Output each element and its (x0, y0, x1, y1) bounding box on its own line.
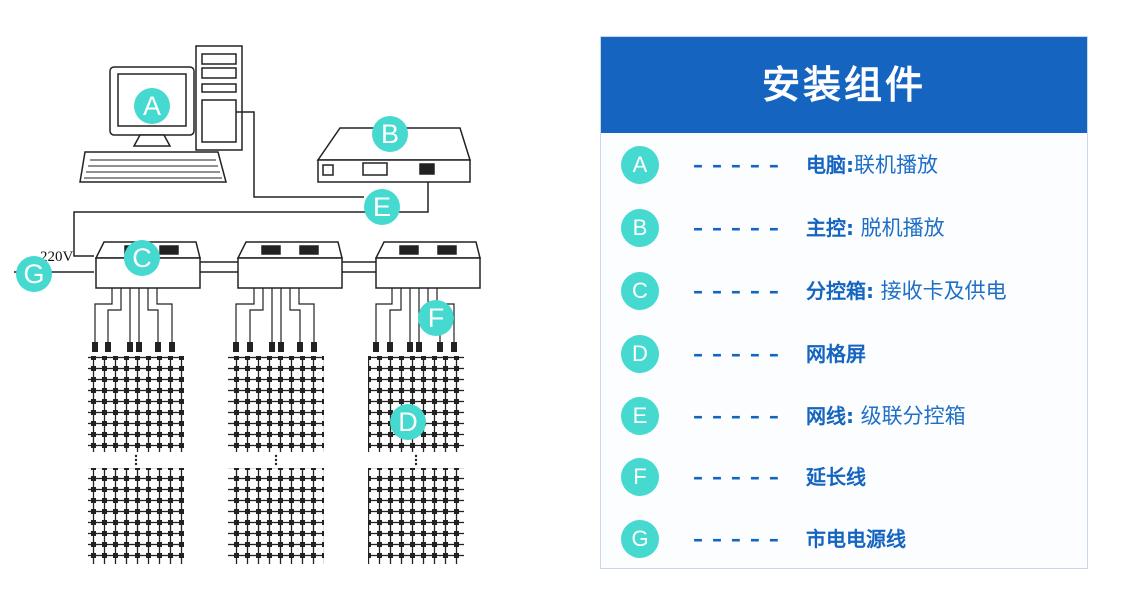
marker-e: E (364, 189, 400, 225)
legend-name-e: 网线: 级联分控箱 (806, 404, 966, 428)
computer (79, 45, 243, 183)
marker-d: D (390, 404, 426, 440)
legend-item-c: C – – – – – 分控箱: 接收卡及供电 (601, 272, 1087, 312)
legend-dash: – – – – – (693, 404, 780, 428)
grid-screens (88, 356, 464, 564)
marker-c: C (124, 240, 160, 276)
legend-name-d: 网格屏 (806, 342, 866, 366)
legend-item-b: B – – – – – 主控: 脱机播放 (601, 209, 1087, 249)
legend-title: 安装组件 (601, 37, 1087, 133)
legend-panel: 安装组件 A – – – – – 电脑:联机播放 B – – – – – 主控:… (600, 36, 1088, 569)
legend-badge-e: E (621, 397, 659, 435)
voltage-label: 220V (40, 249, 74, 265)
legend-dash: – – – – – (693, 279, 780, 303)
installation-diagram: 220V A B C D E F G (0, 0, 560, 597)
legend-desc-c: 接收卡及供电 (874, 279, 1007, 303)
legend-name-a: 电脑:联机播放 (806, 153, 938, 177)
legend-badge-b: B (621, 209, 659, 247)
marker-a: A (134, 88, 170, 124)
legend-badge-g: G (621, 520, 659, 558)
extension-cables (94, 288, 455, 350)
legend-desc-e: 级联分控箱 (854, 404, 966, 428)
legend-desc-b: 脱机播放 (854, 216, 945, 240)
wiring-drawing (14, 45, 481, 564)
marker-b: B (372, 116, 408, 152)
legend-item-f: F – – – – – 延长线 (601, 458, 1087, 498)
legend-badge-c: C (621, 272, 659, 310)
legend-name-f: 延长线 (806, 465, 866, 489)
legend-dash: – – – – – (693, 153, 780, 177)
legend-name-b: 主控: 脱机播放 (806, 216, 945, 240)
legend-dash: – – – – – (693, 342, 780, 366)
legend-item-d: D – – – – – 网格屏 (601, 335, 1087, 375)
marker-g: G (16, 256, 52, 292)
legend-badge-a: A (621, 146, 659, 184)
legend-item-a: A – – – – – 电脑:联机播放 (601, 146, 1087, 186)
legend-badge-f: F (621, 458, 659, 496)
legend-item-e: E – – – – – 网线: 级联分控箱 (601, 397, 1087, 437)
legend-name-g: 市电电源线 (806, 527, 906, 551)
legend-desc-a: 联机播放 (854, 153, 938, 177)
legend-dash: – – – – – (693, 527, 780, 551)
legend-dash: – – – – – (693, 465, 780, 489)
marker-f: F (418, 300, 454, 336)
legend-badge-d: D (621, 335, 659, 373)
legend-name-c: 分控箱: 接收卡及供电 (806, 279, 1007, 303)
legend-item-g: G – – – – – 市电电源线 (601, 520, 1087, 560)
legend-dash: – – – – – (693, 216, 780, 240)
